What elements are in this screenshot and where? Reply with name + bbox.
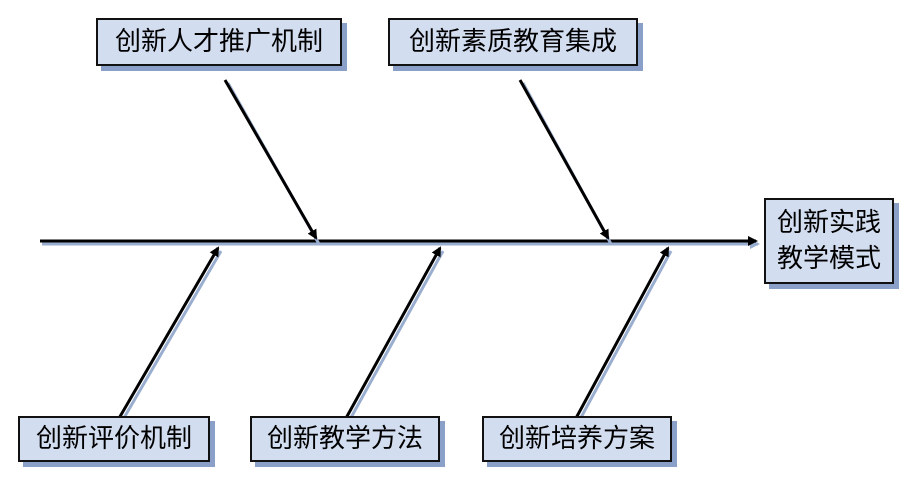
cause-label: 创新评价机制: [35, 424, 192, 454]
cause-label: 创新人才推广机制: [114, 27, 323, 57]
cause-box-training-plan: 创新培养方案: [482, 416, 672, 462]
bone-shadow: [576, 250, 673, 424]
bone-talent-promotion: [223, 79, 318, 240]
bone-teaching-method: [343, 246, 442, 421]
bone-training-plan: [573, 246, 670, 421]
cause-box-talent-promotion: 创新人才推广机制: [96, 18, 342, 66]
cause-box-quality-education: 创新素质教育集成: [388, 18, 638, 66]
cause-label: 创新教学方法: [266, 424, 423, 454]
effect-box: 创新实践 教学模式: [764, 198, 894, 284]
cause-box-teaching-method: 创新教学方法: [250, 416, 440, 462]
cause-label: 创新素质教育集成: [408, 27, 617, 57]
bone-shadow: [346, 250, 445, 424]
cause-label: 创新培养方案: [498, 424, 655, 454]
effect-label-line2: 教学模式: [776, 244, 881, 274]
effect-label-line1: 创新实践: [776, 208, 881, 238]
bone-quality-education: [518, 79, 610, 240]
bone-evaluation: [116, 246, 220, 421]
bone-shadow: [119, 250, 223, 424]
cause-box-evaluation: 创新评价机制: [18, 416, 210, 462]
